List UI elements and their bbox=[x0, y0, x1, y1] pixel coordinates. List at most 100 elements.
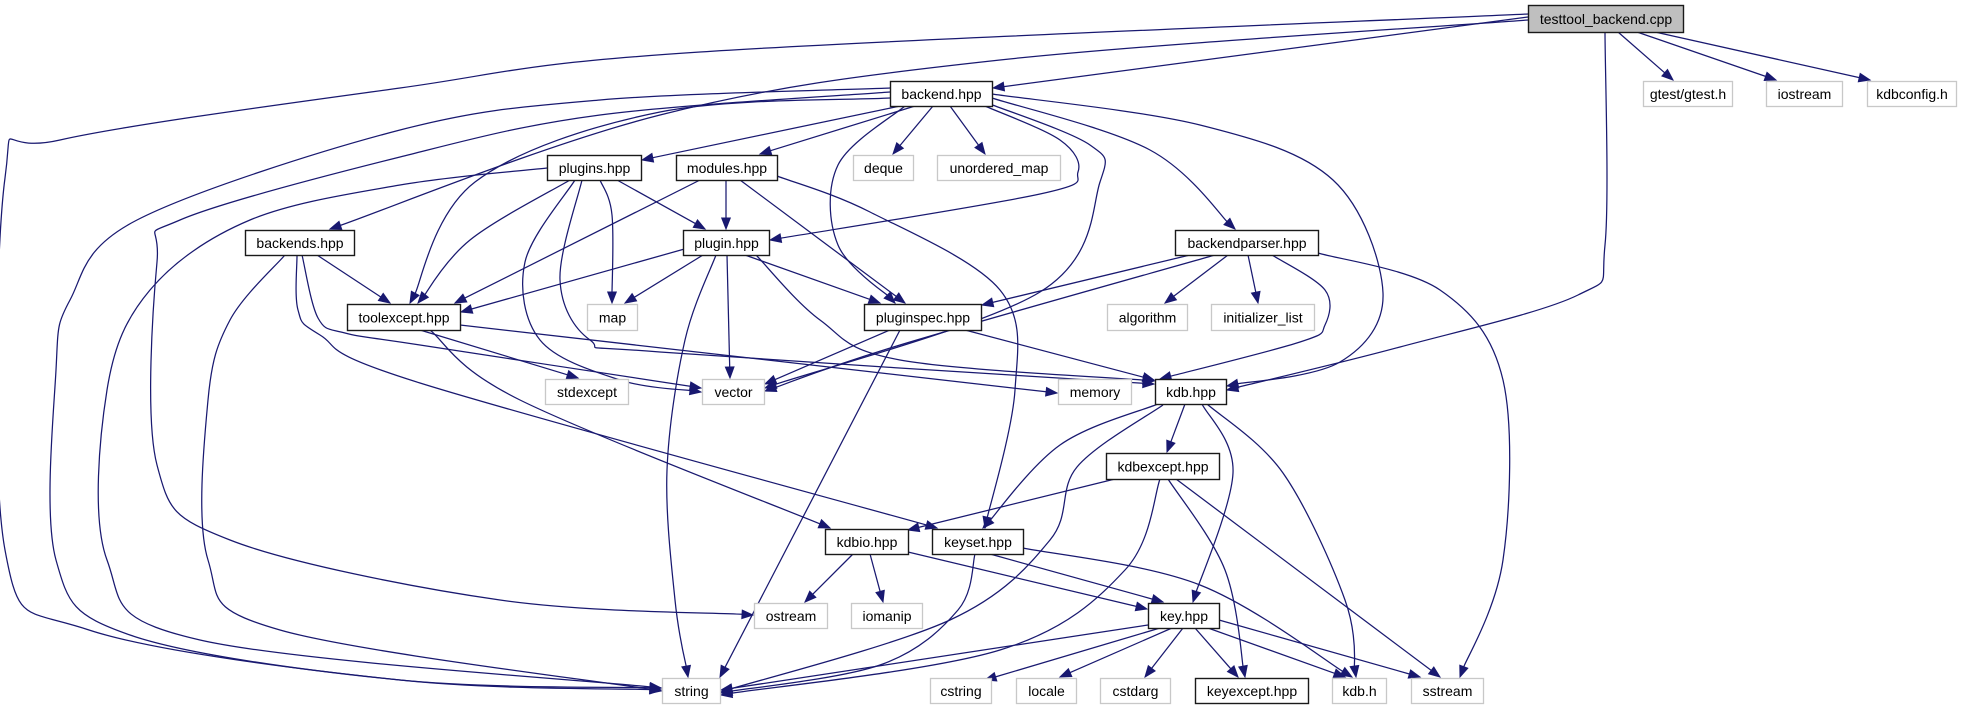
arrowhead-icon bbox=[1150, 594, 1165, 604]
node-keyexcept-hpp[interactable]: keyexcept.hpp bbox=[1194, 677, 1310, 705]
arrowhead-icon bbox=[565, 369, 580, 380]
node-backends-hpp[interactable]: backends.hpp bbox=[244, 229, 356, 257]
node-key-hpp[interactable]: key.hpp bbox=[1147, 602, 1221, 630]
edge-line bbox=[991, 93, 1384, 385]
node-box[interactable] bbox=[346, 303, 462, 332]
edge-line bbox=[1151, 627, 1184, 669]
edge-line bbox=[1170, 254, 1331, 377]
edge-backendparser-hpp-to-vector bbox=[763, 254, 1216, 393]
node-box bbox=[929, 677, 993, 705]
node-label: iomanip bbox=[862, 608, 911, 624]
edge-line bbox=[964, 329, 1144, 378]
edge-keyset-hpp-to-key-hpp bbox=[989, 553, 1165, 604]
edge-line bbox=[1207, 627, 1335, 674]
node-kdbio-hpp[interactable]: kdbio.hpp bbox=[824, 528, 910, 556]
edge-backendparser-hpp-to-algorithm bbox=[1163, 254, 1229, 304]
node-modules-hpp[interactable]: modules.hpp bbox=[675, 154, 779, 182]
arrowhead-icon bbox=[719, 683, 734, 694]
node-label[interactable]: modules.hpp bbox=[687, 160, 767, 176]
node-label[interactable]: backends.hpp bbox=[256, 235, 343, 251]
node-box[interactable] bbox=[1174, 229, 1320, 257]
arrowhead-icon bbox=[1141, 372, 1156, 382]
node-box[interactable] bbox=[675, 154, 779, 182]
node-label: map bbox=[599, 310, 626, 326]
edge-pluginspec-hpp-to-vector bbox=[763, 329, 891, 385]
node-label[interactable]: key.hpp bbox=[1160, 608, 1208, 624]
node-vector: vector bbox=[701, 378, 766, 406]
node-box[interactable] bbox=[1154, 378, 1228, 406]
node-kdbexcept-hpp[interactable]: kdbexcept.hpp bbox=[1105, 452, 1221, 481]
node-label[interactable]: plugins.hpp bbox=[559, 160, 631, 176]
edge-line bbox=[775, 103, 1106, 385]
edge-backendparser-hpp-to-pluginspec-hpp bbox=[980, 254, 1191, 308]
edge-line bbox=[1247, 254, 1257, 293]
edge-line bbox=[724, 329, 901, 668]
node-box[interactable] bbox=[682, 229, 771, 257]
node-label: kdbconfig.h bbox=[1876, 86, 1948, 102]
node-box[interactable] bbox=[546, 154, 643, 182]
edge-line bbox=[301, 254, 691, 387]
arrowhead-icon bbox=[763, 382, 778, 393]
arrowhead-icon bbox=[1332, 668, 1347, 678]
arrowhead-icon bbox=[991, 81, 1006, 92]
node-backend-hpp[interactable]: backend.hpp bbox=[889, 80, 994, 108]
arrowhead-icon bbox=[1144, 664, 1156, 679]
arrowhead-icon bbox=[1349, 664, 1360, 679]
arrowhead-icon bbox=[623, 292, 638, 304]
edge-line bbox=[419, 329, 568, 376]
node-box bbox=[850, 602, 924, 630]
node-box[interactable] bbox=[1194, 677, 1310, 705]
node-box[interactable] bbox=[1105, 452, 1221, 481]
node-label[interactable]: toolexcept.hpp bbox=[358, 310, 449, 326]
node-label[interactable]: kdbexcept.hpp bbox=[1117, 459, 1208, 475]
edge-testtool-backend-cpp-to-gtest-gtest-h bbox=[1617, 31, 1675, 81]
node-label[interactable]: pluginspec.hpp bbox=[876, 310, 970, 326]
arrowhead-icon bbox=[328, 220, 343, 231]
edge-modules-hpp-to-toolexcept-hpp bbox=[453, 179, 701, 304]
arrowhead-icon bbox=[1223, 217, 1237, 230]
node-label[interactable]: kdb.hpp bbox=[1166, 384, 1216, 400]
node-label[interactable]: plugin.hpp bbox=[694, 235, 759, 251]
edge-modules-hpp-to-pluginspec-hpp bbox=[739, 179, 907, 304]
node-box[interactable] bbox=[244, 229, 356, 257]
edge-backend-hpp-to-unordered-map bbox=[949, 105, 986, 156]
edge-line bbox=[731, 404, 1164, 690]
arrowhead-icon bbox=[980, 297, 995, 308]
edge-line bbox=[731, 553, 976, 692]
arrowhead-icon bbox=[1427, 666, 1442, 678]
node-plugins-hpp[interactable]: plugins.hpp bbox=[546, 154, 643, 182]
node-label: ostream bbox=[766, 608, 817, 624]
node-box[interactable] bbox=[824, 528, 910, 556]
edge-line bbox=[776, 175, 1019, 518]
node-label: deque bbox=[864, 160, 903, 176]
node-pluginspec-hpp[interactable]: pluginspec.hpp bbox=[863, 303, 983, 332]
node-box[interactable] bbox=[1147, 602, 1221, 630]
node-label[interactable]: keyexcept.hpp bbox=[1207, 683, 1297, 699]
edge-line bbox=[1237, 31, 1608, 388]
edge-line bbox=[991, 97, 1228, 222]
node-label[interactable]: keyset.hpp bbox=[944, 534, 1012, 550]
node-box bbox=[1015, 677, 1078, 705]
node-box[interactable] bbox=[889, 80, 994, 108]
edge-line bbox=[990, 403, 1159, 521]
node-label[interactable]: backend.hpp bbox=[901, 86, 981, 102]
node-box[interactable] bbox=[931, 528, 1025, 556]
node-label[interactable]: backendparser.hpp bbox=[1187, 235, 1306, 251]
node-iomanip: iomanip bbox=[850, 602, 924, 630]
node-cstdarg: cstdarg bbox=[1099, 677, 1172, 705]
arrowhead-icon bbox=[763, 374, 778, 385]
node-backendparser-hpp[interactable]: backendparser.hpp bbox=[1174, 229, 1320, 257]
node-box[interactable] bbox=[863, 303, 983, 332]
arrowhead-icon bbox=[692, 219, 707, 230]
node-sstream: sstream bbox=[1410, 677, 1485, 705]
edge-line bbox=[995, 627, 1161, 678]
arrowhead-icon bbox=[1225, 378, 1240, 389]
node-toolexcept-hpp[interactable]: toolexcept.hpp bbox=[346, 303, 462, 332]
node-label: string bbox=[674, 683, 708, 699]
node-label[interactable]: kdbio.hpp bbox=[837, 534, 898, 550]
node-kdb-hpp[interactable]: kdb.hpp bbox=[1154, 378, 1228, 406]
node-keyset-hpp[interactable]: keyset.hpp bbox=[931, 528, 1025, 556]
edge-kdbio-hpp-to-key-hpp bbox=[907, 551, 1149, 612]
node-iostream: iostream bbox=[1765, 80, 1844, 108]
node-plugin-hpp[interactable]: plugin.hpp bbox=[682, 229, 771, 257]
